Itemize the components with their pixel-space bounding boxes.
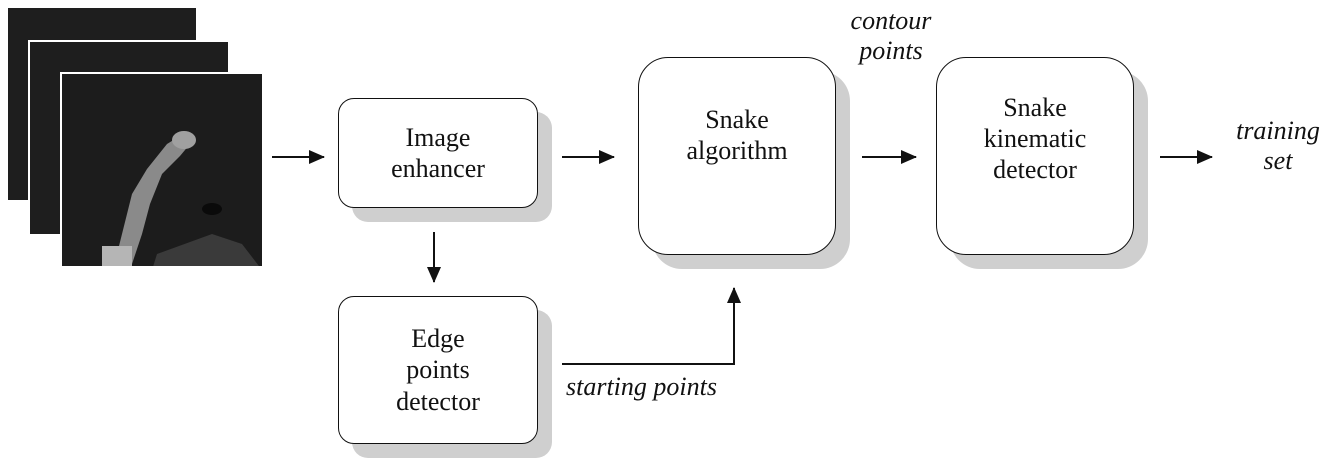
arrow-edge-to-snake [562,287,741,365]
image-enhancer-box: Image enhancer [338,98,538,208]
snake-kinematic-detector-box: Snake kinematic detector [936,57,1134,255]
edge-points-detector-label: Edge points detector [396,324,480,416]
arm-figure-image [62,74,262,266]
snake-algorithm-box: Snake algorithm [638,57,836,255]
contour-points-label: contour points [850,6,932,65]
input-frame-front [60,72,264,268]
snake-kinematic-detector-label: Snake kinematic detector [983,93,1087,185]
training-set-label: training set [1236,116,1320,175]
snake-algorithm-label: Snake algorithm [686,105,788,166]
image-enhancer-label: Image enhancer [391,122,485,183]
edge-points-detector-box: Edge points detector [338,296,538,444]
starting-points-label: starting points [566,372,717,401]
